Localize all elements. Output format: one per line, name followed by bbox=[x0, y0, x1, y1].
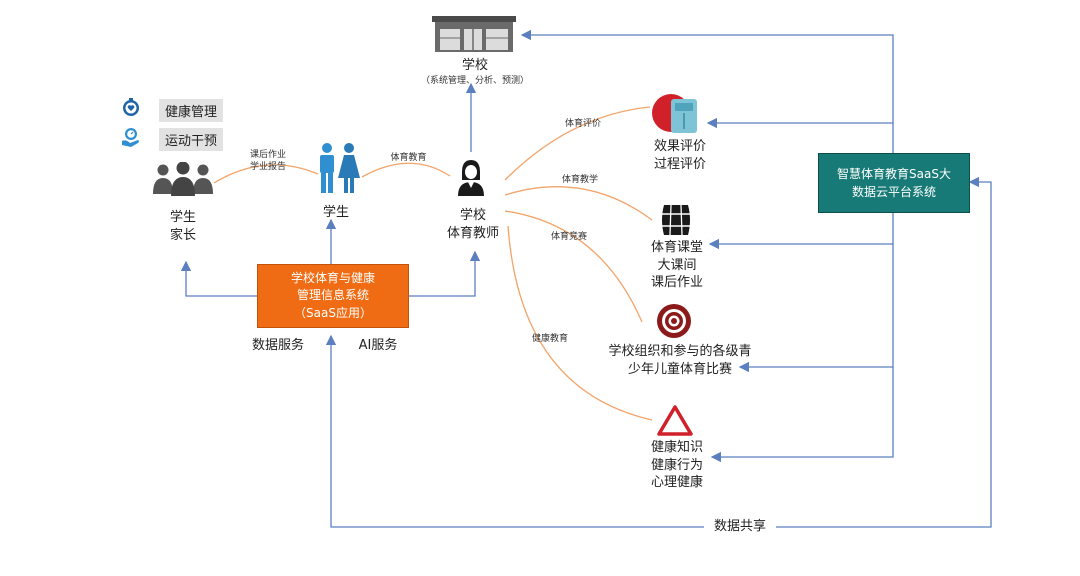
stopwatch-heart-icon bbox=[123, 98, 139, 116]
arrow-cloud-to-school bbox=[520, 29, 894, 153]
data-sharing-to-system bbox=[325, 334, 706, 528]
edge-label-pe-teaching: 体育教学 bbox=[561, 175, 598, 185]
smart-pe-cloud-platform-box: 智慧体育教育SaaS大 数据云平台系统 bbox=[818, 153, 970, 213]
data-sharing-loop bbox=[712, 176, 992, 528]
data-service-label: 数据服务 bbox=[251, 338, 304, 353]
outcome-competition: 学校组织和参与的各级青 少年儿童体育比赛 bbox=[608, 344, 752, 377]
school-pe-health-system-box: 学校体育与健康 管理信息系统 （SaaS应用） bbox=[257, 264, 409, 328]
outcome-health: 健康知识 健康行为 心理健康 bbox=[650, 440, 703, 491]
school-subtitle: （系统管理、分析、预测） bbox=[420, 76, 529, 86]
warning-triangle-icon bbox=[657, 405, 693, 436]
curve-teacher-competition bbox=[504, 210, 643, 323]
target-competition-icon bbox=[657, 304, 691, 338]
curve-teacher-evaluation bbox=[504, 106, 651, 181]
parents-label: 学生 家长 bbox=[169, 210, 196, 243]
arrow-system-to-parents bbox=[180, 260, 257, 297]
scale-evaluation-icon bbox=[652, 94, 697, 133]
curve-teacher-classroom bbox=[504, 186, 653, 221]
edge-label-health-education: 健康教育 bbox=[531, 334, 568, 344]
curve-teacher-health bbox=[507, 225, 653, 421]
curve-parents-students bbox=[213, 164, 319, 184]
legend-exercise-intervention: 运动干预 bbox=[159, 128, 224, 151]
outcome-classroom: 体育课堂 大课间 课后作业 bbox=[650, 240, 703, 291]
edge-label-pe-education: 体育教育 bbox=[390, 153, 427, 163]
legend-health-management: 健康管理 bbox=[159, 99, 224, 122]
students-label: 学生 bbox=[322, 205, 349, 220]
group-people-icon bbox=[153, 162, 213, 196]
school-title: 学校 bbox=[461, 58, 488, 73]
school-building-icon bbox=[432, 16, 516, 52]
outcome-evaluation: 效果评价 过程评价 bbox=[653, 139, 706, 172]
boy-girl-icon bbox=[320, 143, 360, 193]
edge-label-homework: 课后作业 学业报告 bbox=[249, 150, 286, 173]
teacher-label: 学校 体育教师 bbox=[446, 208, 499, 241]
arrow-cloud-to-health bbox=[710, 367, 894, 463]
ai-service-label: AI服务 bbox=[358, 338, 398, 353]
barrel-classroom-icon bbox=[661, 204, 691, 236]
edge-label-pe-competition: 体育竞赛 bbox=[550, 232, 587, 242]
arrow-system-to-teacher bbox=[407, 250, 481, 297]
teacher-icon bbox=[458, 160, 484, 196]
curve-students-teacher bbox=[361, 162, 451, 178]
edge-label-pe-evaluation: 体育评价 bbox=[564, 119, 601, 129]
hand-timer-icon bbox=[122, 128, 139, 147]
arrow-cloud-to-classroom bbox=[708, 211, 894, 250]
data-sharing-label: 数据共享 bbox=[704, 518, 776, 536]
